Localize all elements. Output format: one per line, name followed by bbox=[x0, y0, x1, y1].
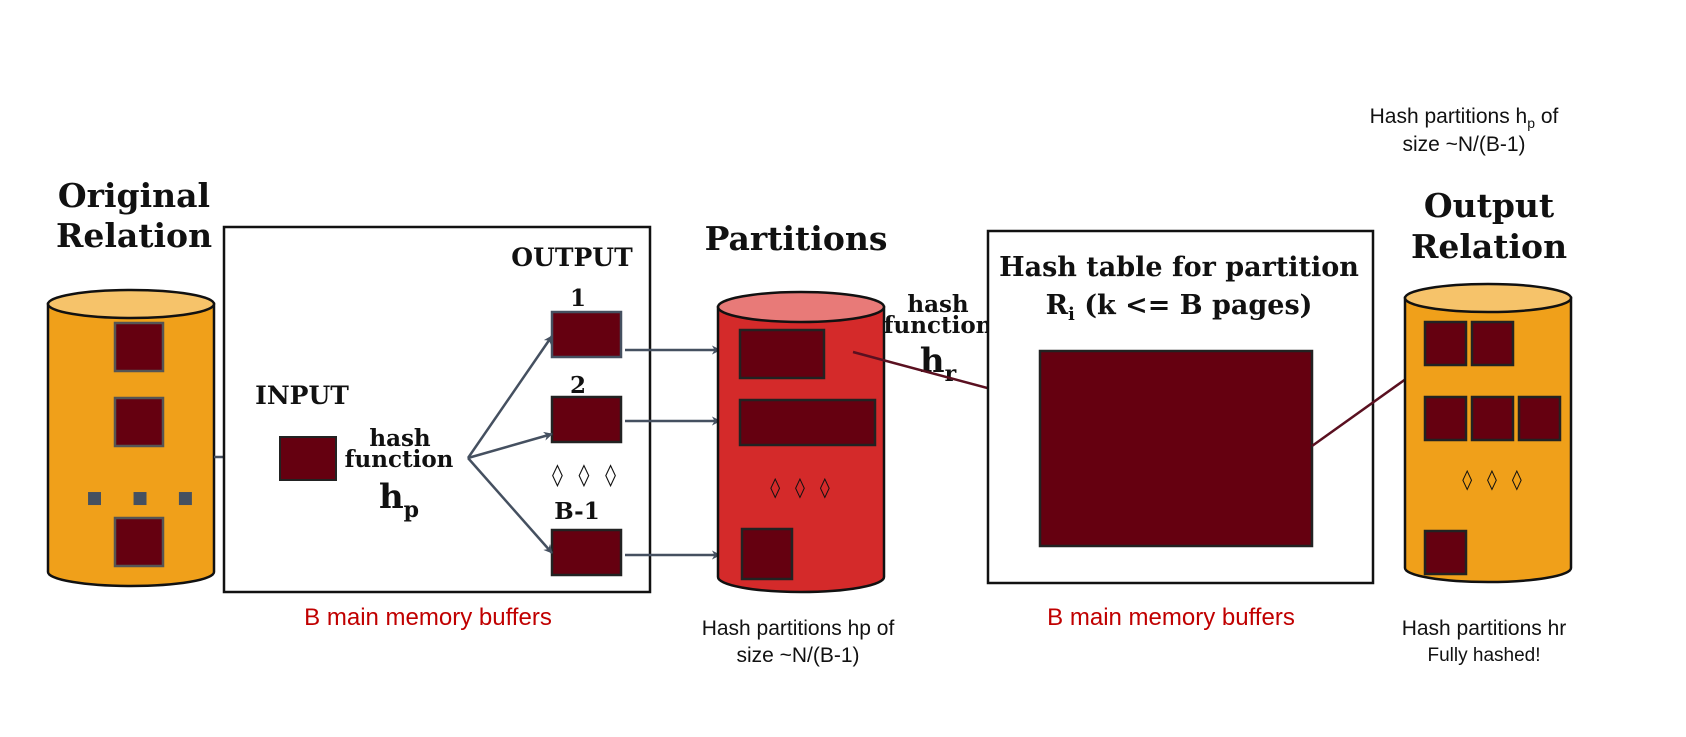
output-relation-cylinder: ◊ ◊ ◊ bbox=[1403, 282, 1573, 584]
input-label: INPUT bbox=[255, 381, 349, 410]
partitions-cylinder: ◊ ◊ ◊ bbox=[716, 290, 886, 594]
output-buffer-2 bbox=[550, 395, 623, 444]
output-relation-title-line1: Output bbox=[1424, 186, 1555, 225]
original-relation-title-line2: Relation bbox=[56, 216, 212, 255]
arrow-hash-to-buffer-1 bbox=[466, 335, 554, 459]
output-caption-line2: Fully hashed! bbox=[1427, 645, 1540, 666]
memory-buffers-caption-1: B main memory buffers bbox=[304, 604, 552, 631]
output-relation-title-line2: Relation bbox=[1411, 227, 1567, 266]
output-relation-page bbox=[1470, 395, 1515, 442]
original-relation-page bbox=[113, 321, 165, 373]
hash-table-title-line1: Hash table for partition bbox=[999, 252, 1359, 283]
hash-function-hp: hp bbox=[379, 477, 419, 523]
top-right-caption-line1: Hash partitions hp of bbox=[1370, 105, 1559, 131]
hash-function-p-word-hash: hash bbox=[369, 425, 431, 452]
arrow-hash-to-buffer-2 bbox=[467, 431, 553, 460]
output-relation-page bbox=[1423, 320, 1468, 367]
hash-table-title-subscript: i bbox=[1068, 304, 1075, 325]
hash-function-p-word-function: function bbox=[345, 446, 454, 473]
original-relation-cylinder: ■ ■ ■ bbox=[46, 288, 216, 588]
hash-table-title-line2: Ri (k <= B pages) bbox=[1046, 290, 1313, 325]
top-right-caption-subscript: p bbox=[1527, 115, 1535, 131]
hash-function-hr: hr bbox=[920, 341, 957, 387]
output-relation-ellipsis: ◊ ◊ ◊ bbox=[1462, 467, 1526, 491]
arrow-hash-to-buffer-last bbox=[467, 457, 553, 554]
output-buffers-ellipsis: ◊ ◊ ◊ bbox=[552, 463, 620, 488]
output-relation-page bbox=[1423, 395, 1468, 442]
partitions-ellipsis: ◊ ◊ ◊ bbox=[770, 475, 834, 499]
partitions-caption-line1: Hash partitions hp of bbox=[702, 617, 895, 640]
original-relation-page bbox=[113, 396, 165, 448]
hash-function-r-word-function: function bbox=[884, 312, 993, 339]
original-relation-page bbox=[113, 516, 165, 568]
output-buffer-1 bbox=[550, 310, 623, 359]
output-relation-page bbox=[1423, 529, 1468, 576]
memory-buffers-caption-2: B main memory buffers bbox=[1047, 604, 1295, 631]
output-relation-page bbox=[1470, 320, 1515, 367]
input-buffer bbox=[279, 436, 337, 481]
output-buffer-label-2: 2 bbox=[570, 372, 586, 399]
hash-table bbox=[1038, 349, 1314, 548]
output-buffer-last bbox=[550, 528, 623, 577]
partition-block bbox=[740, 527, 794, 581]
output-relation-page bbox=[1517, 395, 1562, 442]
output-caption-line1: Hash partitions hr bbox=[1402, 617, 1567, 640]
partition-block bbox=[738, 398, 877, 447]
partition-block bbox=[738, 328, 826, 380]
output-buffer-label-last: B-1 bbox=[554, 498, 599, 525]
output-label: OUTPUT bbox=[511, 243, 633, 272]
partitions-title: Partitions bbox=[705, 219, 888, 258]
original-relation-title-line1: Original bbox=[58, 176, 210, 215]
hash-function-r-word-hash: hash bbox=[907, 291, 969, 318]
partitions-caption-line2: size ~N/(B-1) bbox=[736, 644, 859, 667]
output-buffer-label-1: 1 bbox=[570, 285, 586, 312]
top-right-caption-line2: size ~N/(B-1) bbox=[1402, 133, 1525, 156]
original-relation-ellipsis: ■ ■ ■ bbox=[87, 488, 206, 508]
hash-function-hr-subscript: r bbox=[945, 361, 957, 387]
hash-function-hp-subscript: p bbox=[404, 497, 419, 523]
